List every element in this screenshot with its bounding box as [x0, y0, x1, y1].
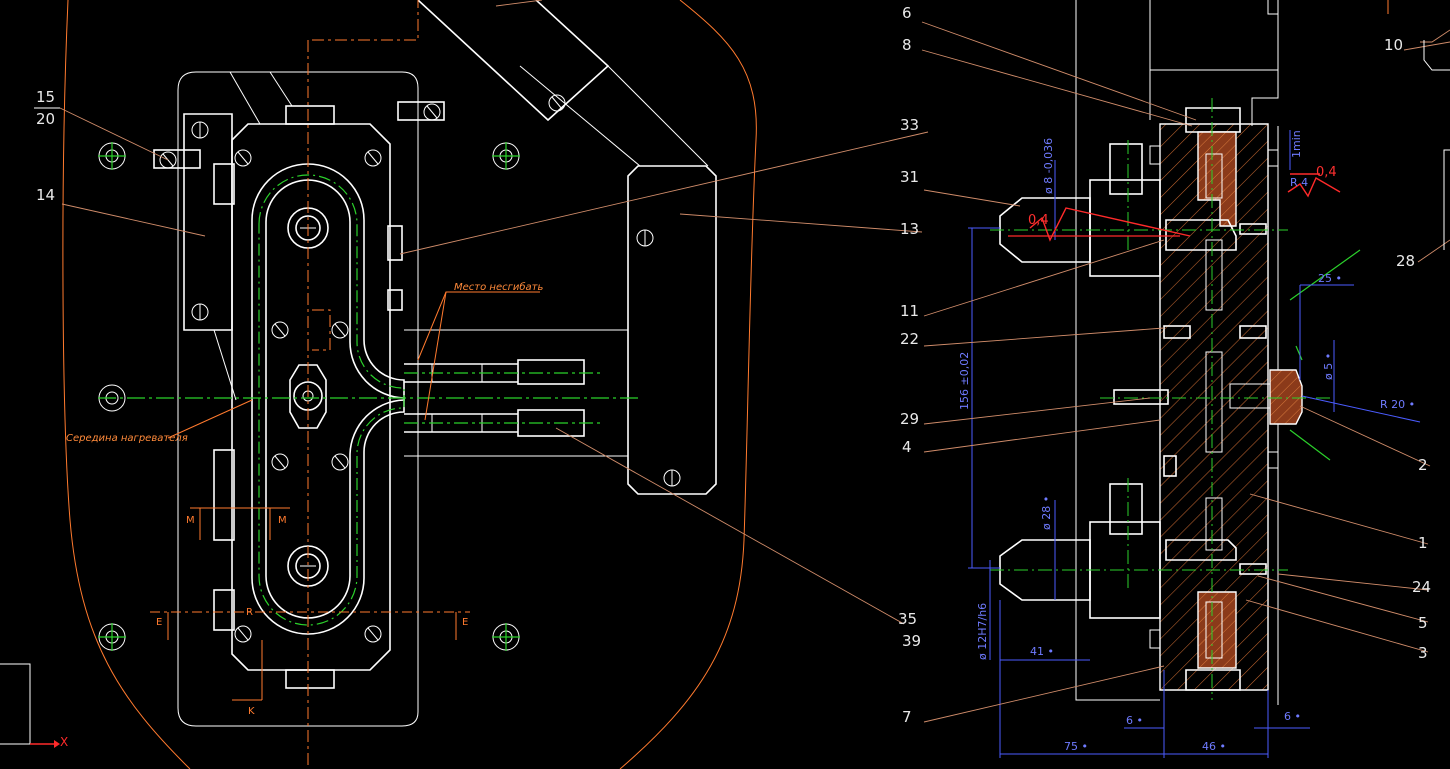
label-m-left: M: [186, 515, 195, 526]
label-24: 24: [1412, 578, 1431, 596]
label-r: R: [246, 607, 253, 618]
label-33: 33: [900, 116, 919, 134]
label-28: 28: [1396, 252, 1415, 270]
rough-04-right: 0,4: [1316, 165, 1337, 180]
dim-d8: ø 8 -0,036: [1042, 138, 1055, 194]
left-labels: 15 20 14 Середина нагревателя Место несг…: [34, 88, 543, 717]
rough-04-left: 0,4: [1028, 213, 1049, 228]
label-8: 8: [902, 36, 912, 54]
dim-6b: 6 •: [1284, 710, 1301, 723]
dim-75: 75 •: [1064, 740, 1088, 753]
label-14: 14: [36, 186, 55, 204]
right-labels: 6 8 33 31 13 11 22 29 4 35 39 7 10 28 2 …: [898, 4, 1431, 726]
axis-x-label: X: [60, 735, 68, 749]
right-leaders: [399, 0, 1450, 723]
label-3: 3: [1418, 644, 1428, 662]
label-31: 31: [900, 168, 919, 186]
label-2: 2: [1418, 456, 1428, 474]
label-22: 22: [900, 330, 919, 348]
label-39: 39: [902, 632, 921, 650]
label-m-right: M: [278, 515, 287, 526]
ucs-axis-icon: X: [0, 663, 68, 749]
label-13: 13: [900, 220, 919, 238]
boundary-curves: [62, 0, 1389, 769]
label-29: 29: [900, 410, 919, 428]
label-e-left: E: [156, 617, 162, 628]
label-10: 10: [1384, 36, 1403, 54]
dim-46: 46 •: [1202, 740, 1226, 753]
label-k: K: [248, 706, 255, 717]
dim-d5: ø 5 •: [1322, 353, 1335, 380]
label-15: 15: [36, 88, 55, 106]
fixture-plan-view: [98, 0, 717, 769]
dim-d28: ø 28 •: [1040, 496, 1053, 530]
label-4: 4: [902, 438, 912, 456]
label-5: 5: [1418, 614, 1428, 632]
label-11: 11: [900, 302, 919, 320]
label-e-right: E: [462, 617, 468, 628]
label-1: 1: [1418, 534, 1428, 552]
note-heater-middle: Середина нагревателя: [66, 433, 188, 444]
dim-r20: R 20 •: [1380, 398, 1415, 411]
dim-6a: 6 •: [1126, 714, 1143, 727]
dim-r4: R 4: [1290, 176, 1308, 189]
dimension-texts: ø 8 -0,036 156 ±0,02 ø 28 • ø 12H7/h6 41…: [958, 130, 1415, 753]
dim-d12: ø 12H7/h6: [976, 603, 989, 660]
label-7: 7: [902, 708, 912, 726]
label-20: 20: [36, 110, 55, 128]
dim-25: 25 •: [1318, 272, 1342, 285]
section-view: [968, 0, 1421, 758]
note-no-bend: Место несгибать: [454, 281, 543, 293]
dim-min: 1min: [1290, 130, 1303, 158]
dim-41: 41 •: [1030, 645, 1054, 658]
label-6: 6: [902, 4, 912, 22]
label-35: 35: [898, 610, 917, 628]
dim-156: 156 ±0,02: [958, 352, 971, 410]
